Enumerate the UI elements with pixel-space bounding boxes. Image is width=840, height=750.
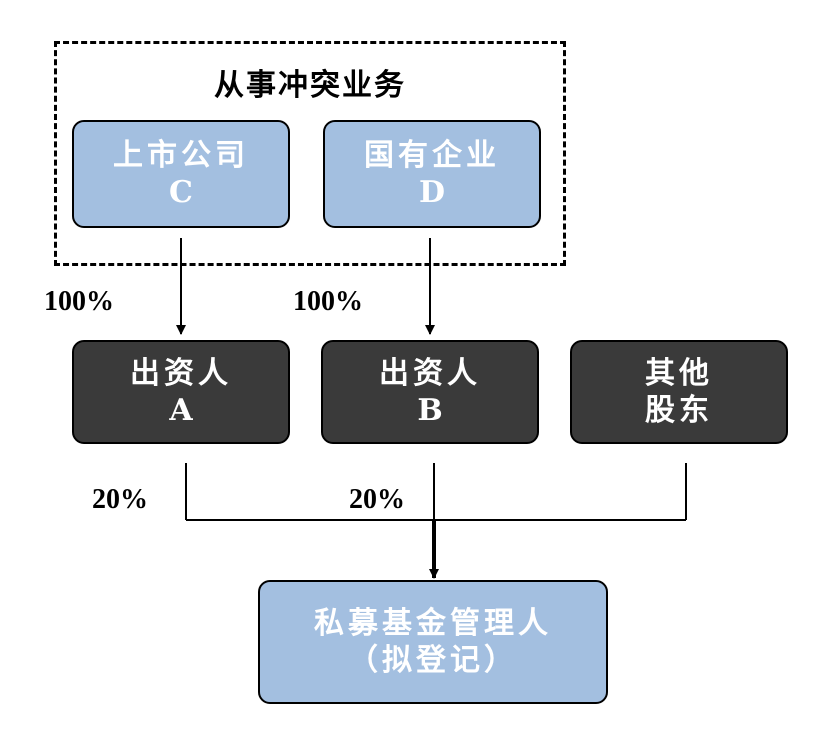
node-label: 出资人 (130, 355, 232, 391)
node-label: 上市公司 (113, 137, 249, 173)
node-code: B (417, 393, 443, 428)
node-investor-b: 出资人 B (321, 340, 539, 444)
conflict-business-group (54, 41, 566, 266)
edge-label-d-to-b: 100% (293, 286, 363, 317)
node-listed-company-c: 上市公司 C (72, 120, 290, 228)
edge-label-b-to-fund: 20% (349, 484, 405, 515)
node-label: 出资人 (379, 355, 481, 391)
group-title: 从事冲突业务 (214, 68, 406, 103)
node-label: 国有企业 (364, 137, 500, 173)
node-label-2: （拟登记） (348, 643, 518, 678)
node-label-2: 股东 (645, 393, 713, 428)
edge-label-a-to-fund: 20% (92, 484, 148, 515)
node-other-shareholders: 其他 股东 (570, 340, 788, 444)
node-code: A (169, 393, 193, 428)
node-fund-manager: 私募基金管理人 （拟登记） (258, 580, 608, 704)
node-label: 私募基金管理人 (314, 605, 552, 641)
node-state-enterprise-d: 国有企业 D (323, 120, 541, 228)
node-code: C (169, 175, 193, 210)
node-code: D (418, 175, 445, 210)
edge-label-c-to-a: 100% (44, 286, 114, 317)
node-investor-a: 出资人 A (72, 340, 290, 444)
node-label: 其他 (645, 355, 713, 391)
